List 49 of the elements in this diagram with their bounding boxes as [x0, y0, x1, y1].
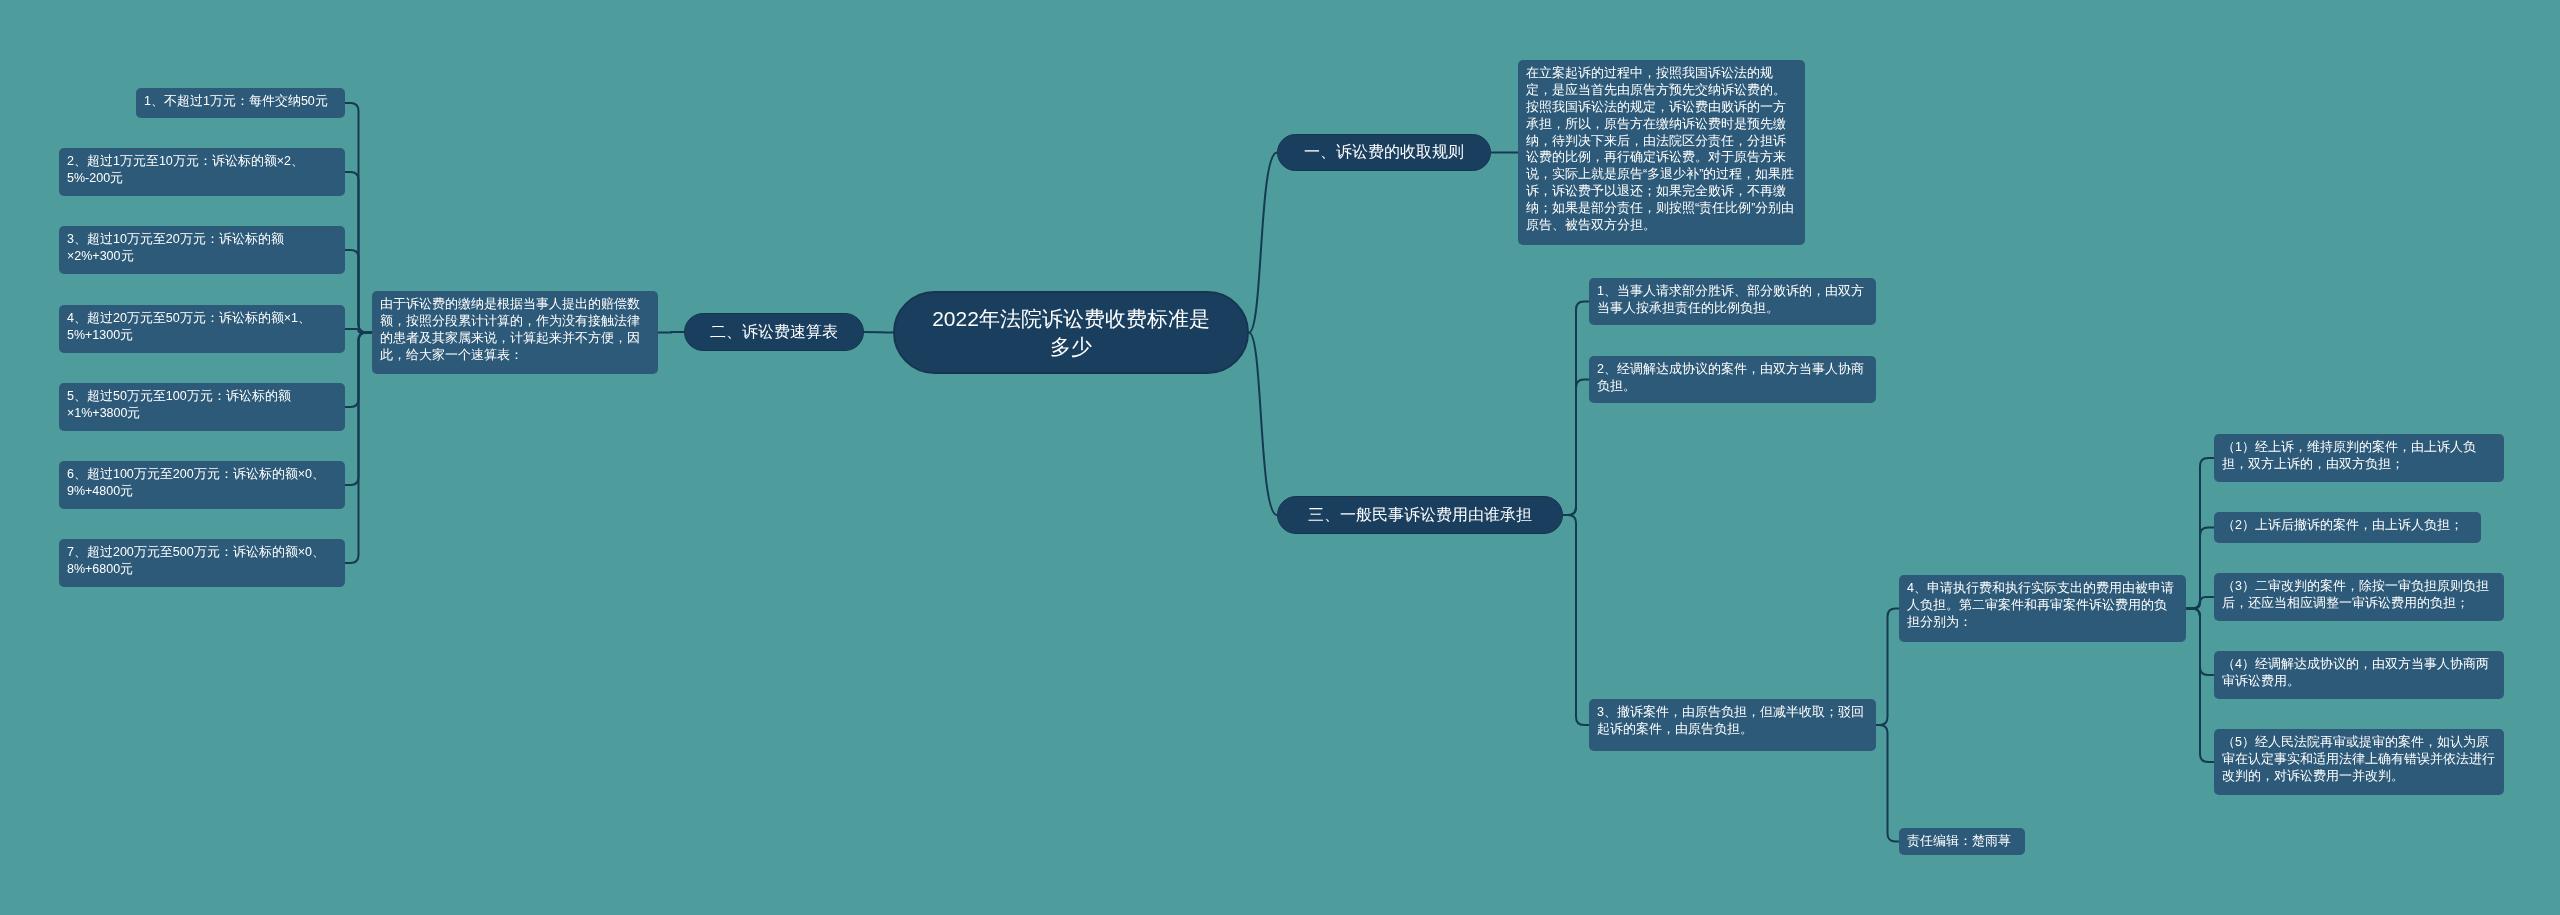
topic-text: 3、超过10万元至20万元：诉讼标的额×2%+300元: [67, 231, 285, 265]
topic-text: 7、超过200万元至500万元：诉讼标的额×0、8%+6800元: [67, 544, 326, 578]
connector-line: [1490, 151, 1519, 154]
topic-text: 一、诉讼费的收取规则: [1303, 142, 1465, 162]
subtopic-box: [1589, 356, 1876, 403]
topic-text: 1、当事人请求部分胜诉、部分败诉的，由双方当事人按承担责任的比例负担。: [1597, 283, 1865, 317]
topic-text: （4）经调解达成协议的，由双方当事人协商两审诉讼费用。: [2222, 656, 2490, 690]
subtopic-box: [1589, 699, 1876, 751]
topic-text: 三、一般民事诉讼费用由谁承担: [1307, 504, 1533, 525]
topic-text: 5、超过50万元至100万元：诉讼标的额×1%+3800元: [67, 388, 292, 422]
topic-text: （3）二审改判的案件，除按一审负担原则负担后，还应当相应调整一审诉讼费用的负担；: [2222, 578, 2490, 612]
branch-topic: [1277, 134, 1491, 171]
subtopic-box: [2214, 573, 2504, 621]
connector-line: [863, 331, 894, 334]
topic-text: 2、超过1万元至10万元：诉讼标的额×2、5%-200元: [67, 153, 306, 187]
branch-topic: [684, 313, 864, 351]
topic-text: 4、超过20万元至50万元：诉讼标的额×1、5%+1300元: [67, 310, 312, 344]
topic-text: （1）经上诉，维持原判的案件，由上诉人负担，双方上诉的，由双方负担；: [2222, 439, 2477, 473]
subtopic-box: [136, 88, 345, 118]
connector-line: [1248, 331, 1278, 516]
subtopic-box: [59, 226, 345, 274]
subtopic-box: [59, 383, 345, 431]
subtopic-box: [1899, 828, 2025, 855]
subtopic-box: [59, 539, 345, 587]
subtopic-box: [2214, 434, 2504, 482]
topic-text: 2、经调解达成协议的案件，由双方当事人协商负担。: [1597, 361, 1865, 395]
topic-text: （5）经人民法院再审或提审的案件，如认为原审在认定事实和适用法律上确有错误并依法进行改判的，对诉讼费用一并改判。: [2222, 734, 2496, 785]
subtopic-box: [2214, 729, 2504, 795]
connector-line: [657, 331, 685, 334]
subtopic-box: [1589, 278, 1876, 325]
topic-text: 3、撤诉案件，由原告负担，但减半收取；驳回起诉的案件，由原告负担。: [1597, 704, 1865, 738]
subtopic-box: [59, 148, 345, 196]
topic-text: 在立案起诉的过程中，按照我国诉讼法的规定，是应当首先由原告方预先交纳诉讼费的。按照我国诉讼法的规定，诉讼费由败诉的一方承担，所以，原告方在缴纳诉讼费时是预先缴纳，待判决下来后，由法院区分责任，分担诉讼费的比例，再行确定诉讼费。对于原告方来说，实际上就是原告“多退少补”的过程，如果胜诉，诉讼费予以退还；如果完全败诉，不再缴纳；如果是部分责任，则按照“责任比例”分别由原告、被告双方分担。: [1526, 65, 1796, 234]
topic-text: 6、超过100万元至200万元：诉讼标的额×0、9%+4800元: [67, 466, 326, 500]
subtopic-box: [1899, 575, 2186, 642]
subtopic-box: [59, 305, 345, 353]
subtopic-box: [2214, 512, 2481, 543]
topic-text: 2022年法院诉讼费收费标准是多少: [931, 305, 1211, 360]
topic-text: 二、诉讼费速算表: [709, 321, 839, 342]
branch-topic: [1277, 496, 1563, 534]
subtopic-box: [372, 291, 658, 374]
topic-text: 1、不超过1万元：每件交纳50元: [144, 93, 329, 110]
topic-text: （2）上诉后撤诉的案件，由上诉人负担；: [2222, 517, 2464, 534]
subtopic-box: [59, 461, 345, 509]
subtopic-box: [2214, 651, 2504, 699]
topic-text: 由于诉讼费的缴纳是根据当事人提出的赔偿数额，按照分段累计计算的，作为没有接触法律的患者及其家属来说，计算起来并不方便，因此，给大家一个速算表：: [380, 296, 641, 364]
topic-text: 4、申请执行费和执行实际支出的费用由被申请人负担。第二审案件和再审案件诉讼费用的负担分别为：: [1907, 580, 2175, 631]
connector-line: [1248, 151, 1278, 334]
topic-text: 责任编辑：楚雨荨: [1907, 833, 2012, 850]
